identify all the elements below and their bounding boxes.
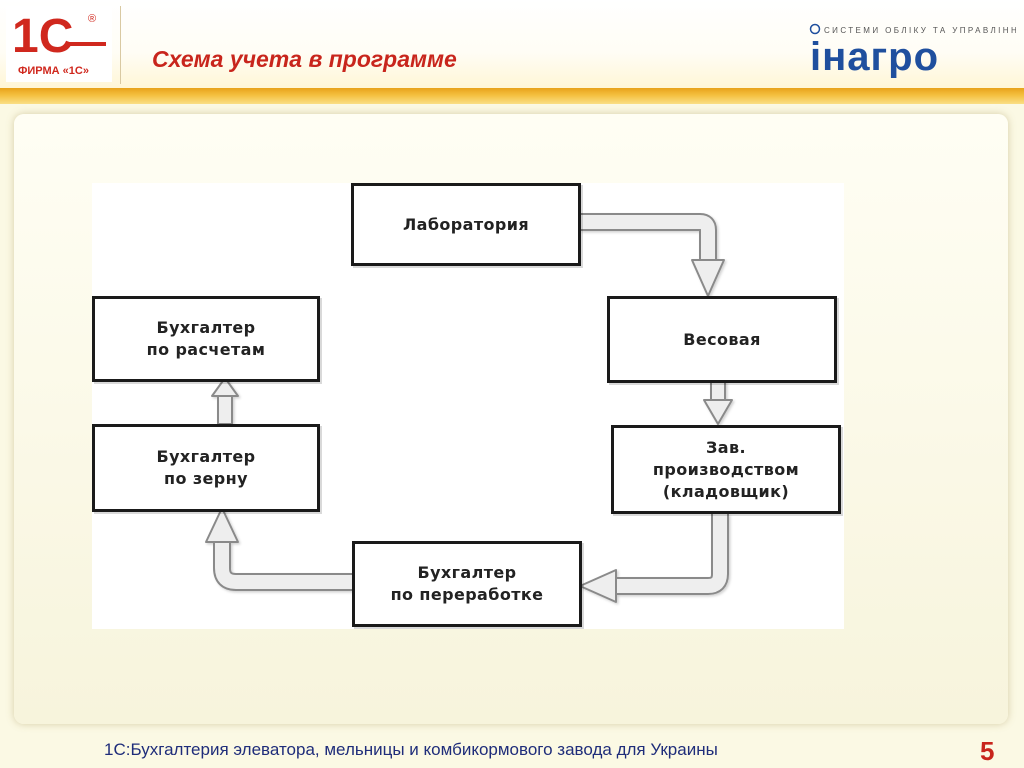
logo-1c-mark: 1С bbox=[12, 10, 73, 63]
page-title: Схема учета в программе bbox=[152, 46, 457, 72]
header-divider bbox=[120, 6, 121, 84]
header-bar: 1С ® ФИРМА «1С» Схема учета в программе … bbox=[0, 0, 1024, 88]
node-processing-accountant: Бухгалтер по переработке bbox=[352, 541, 582, 627]
node-warehouse-line-2: производством bbox=[652, 459, 800, 479]
node-settlements-line-1: Бухгалтер bbox=[156, 318, 256, 337]
node-warehouse-line-1: Зав. bbox=[706, 437, 746, 457]
node-settlements-line-2: по расчетам bbox=[146, 340, 266, 359]
node-grain-line-2: по зерну bbox=[164, 469, 248, 488]
node-laboratory: Лаборатория bbox=[351, 183, 581, 266]
node-grain-accountant: Бухгалтер по зерну bbox=[92, 424, 320, 512]
node-processing-line-1: Бухгалтер bbox=[417, 563, 517, 582]
logo-inagro-name: інагро bbox=[810, 35, 939, 78]
node-grain-line-1: Бухгалтер bbox=[156, 447, 256, 466]
logo-1c-caption: ФИРМА «1С» bbox=[18, 65, 89, 77]
node-weighing: Весовая bbox=[607, 296, 837, 383]
footer-caption: 1С:Бухгалтерия элеватора, мельницы и ком… bbox=[104, 740, 718, 759]
logo-inagro-tagline: СИСТЕМИ ОБЛІКУ ТА УПРАВЛІННЯ bbox=[824, 26, 1016, 35]
logo-inagro: СИСТЕМИ ОБЛІКУ ТА УПРАВЛІННЯ інагро bbox=[809, 23, 1016, 78]
logo-1c: 1С ® ФИРМА «1С» bbox=[6, 6, 112, 82]
node-warehouse-manager: Зав. производством (кладовщик) bbox=[611, 425, 841, 514]
node-laboratory-line-1: Лаборатория bbox=[402, 214, 530, 234]
logo-registered-mark: ® bbox=[88, 13, 96, 25]
node-settlements-accountant: Бухгалтер по расчетам bbox=[92, 296, 320, 382]
node-weighing-line-1: Весовая bbox=[683, 329, 761, 349]
node-processing-line-2: по переработке bbox=[390, 585, 544, 604]
header-accent-band bbox=[0, 88, 1024, 104]
page-number: 5 bbox=[980, 736, 995, 766]
node-warehouse-line-3: (кладовщик) bbox=[662, 481, 790, 501]
